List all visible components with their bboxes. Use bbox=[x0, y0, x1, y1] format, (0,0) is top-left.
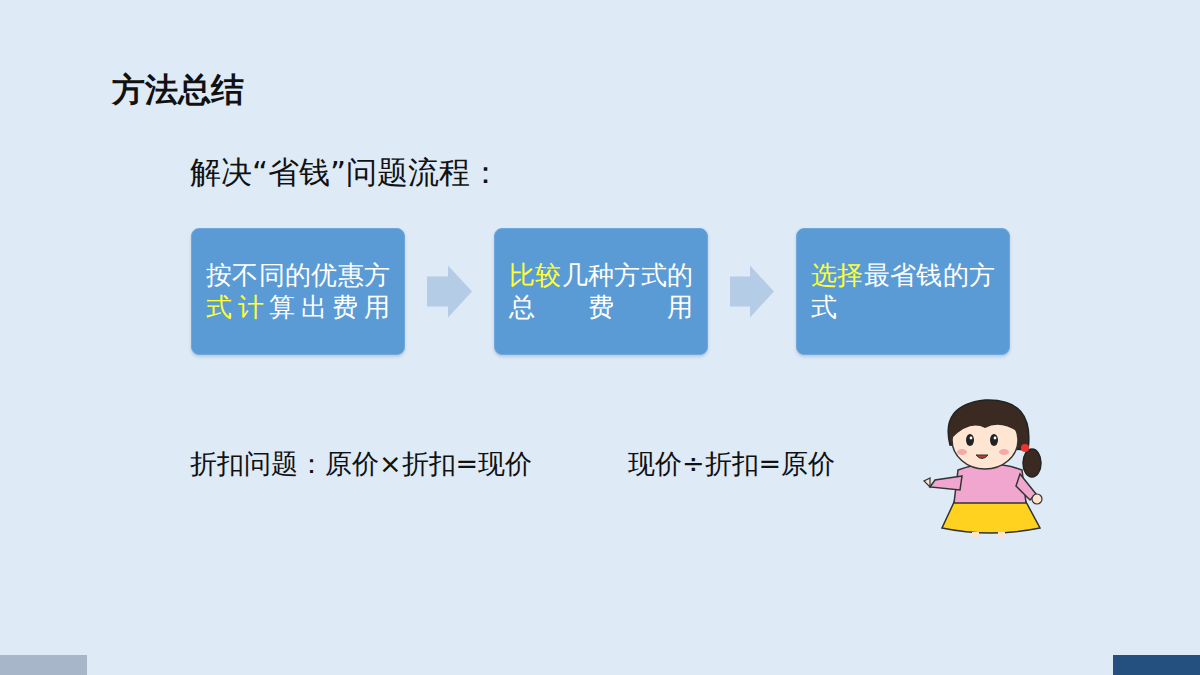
process-box: 比较几种方式的总费用 bbox=[494, 228, 708, 355]
process-box: 按不同的优惠方式计算出费用 bbox=[191, 228, 405, 355]
slide-title: 方法总结 bbox=[112, 68, 244, 113]
formula-note: 现价÷折扣=原价 bbox=[628, 446, 835, 482]
box-text: 选择最省钱的方式 bbox=[811, 260, 995, 322]
footer-bar bbox=[0, 655, 87, 675]
flow-arrow bbox=[427, 266, 472, 318]
flow-arrow bbox=[730, 266, 774, 318]
footer-bar bbox=[1113, 655, 1200, 675]
process-box: 选择最省钱的方式 bbox=[796, 228, 1010, 355]
flow-heading: 解决“省钱”问题流程： bbox=[190, 152, 501, 194]
formula-note: 折扣问题：原价×折扣=现价 bbox=[190, 446, 532, 482]
box-text: 按不同的优惠方式计算出费用 bbox=[206, 260, 390, 322]
girl-illustration bbox=[924, 400, 1042, 538]
box-text: 比较几种方式的总费用 bbox=[509, 260, 693, 322]
